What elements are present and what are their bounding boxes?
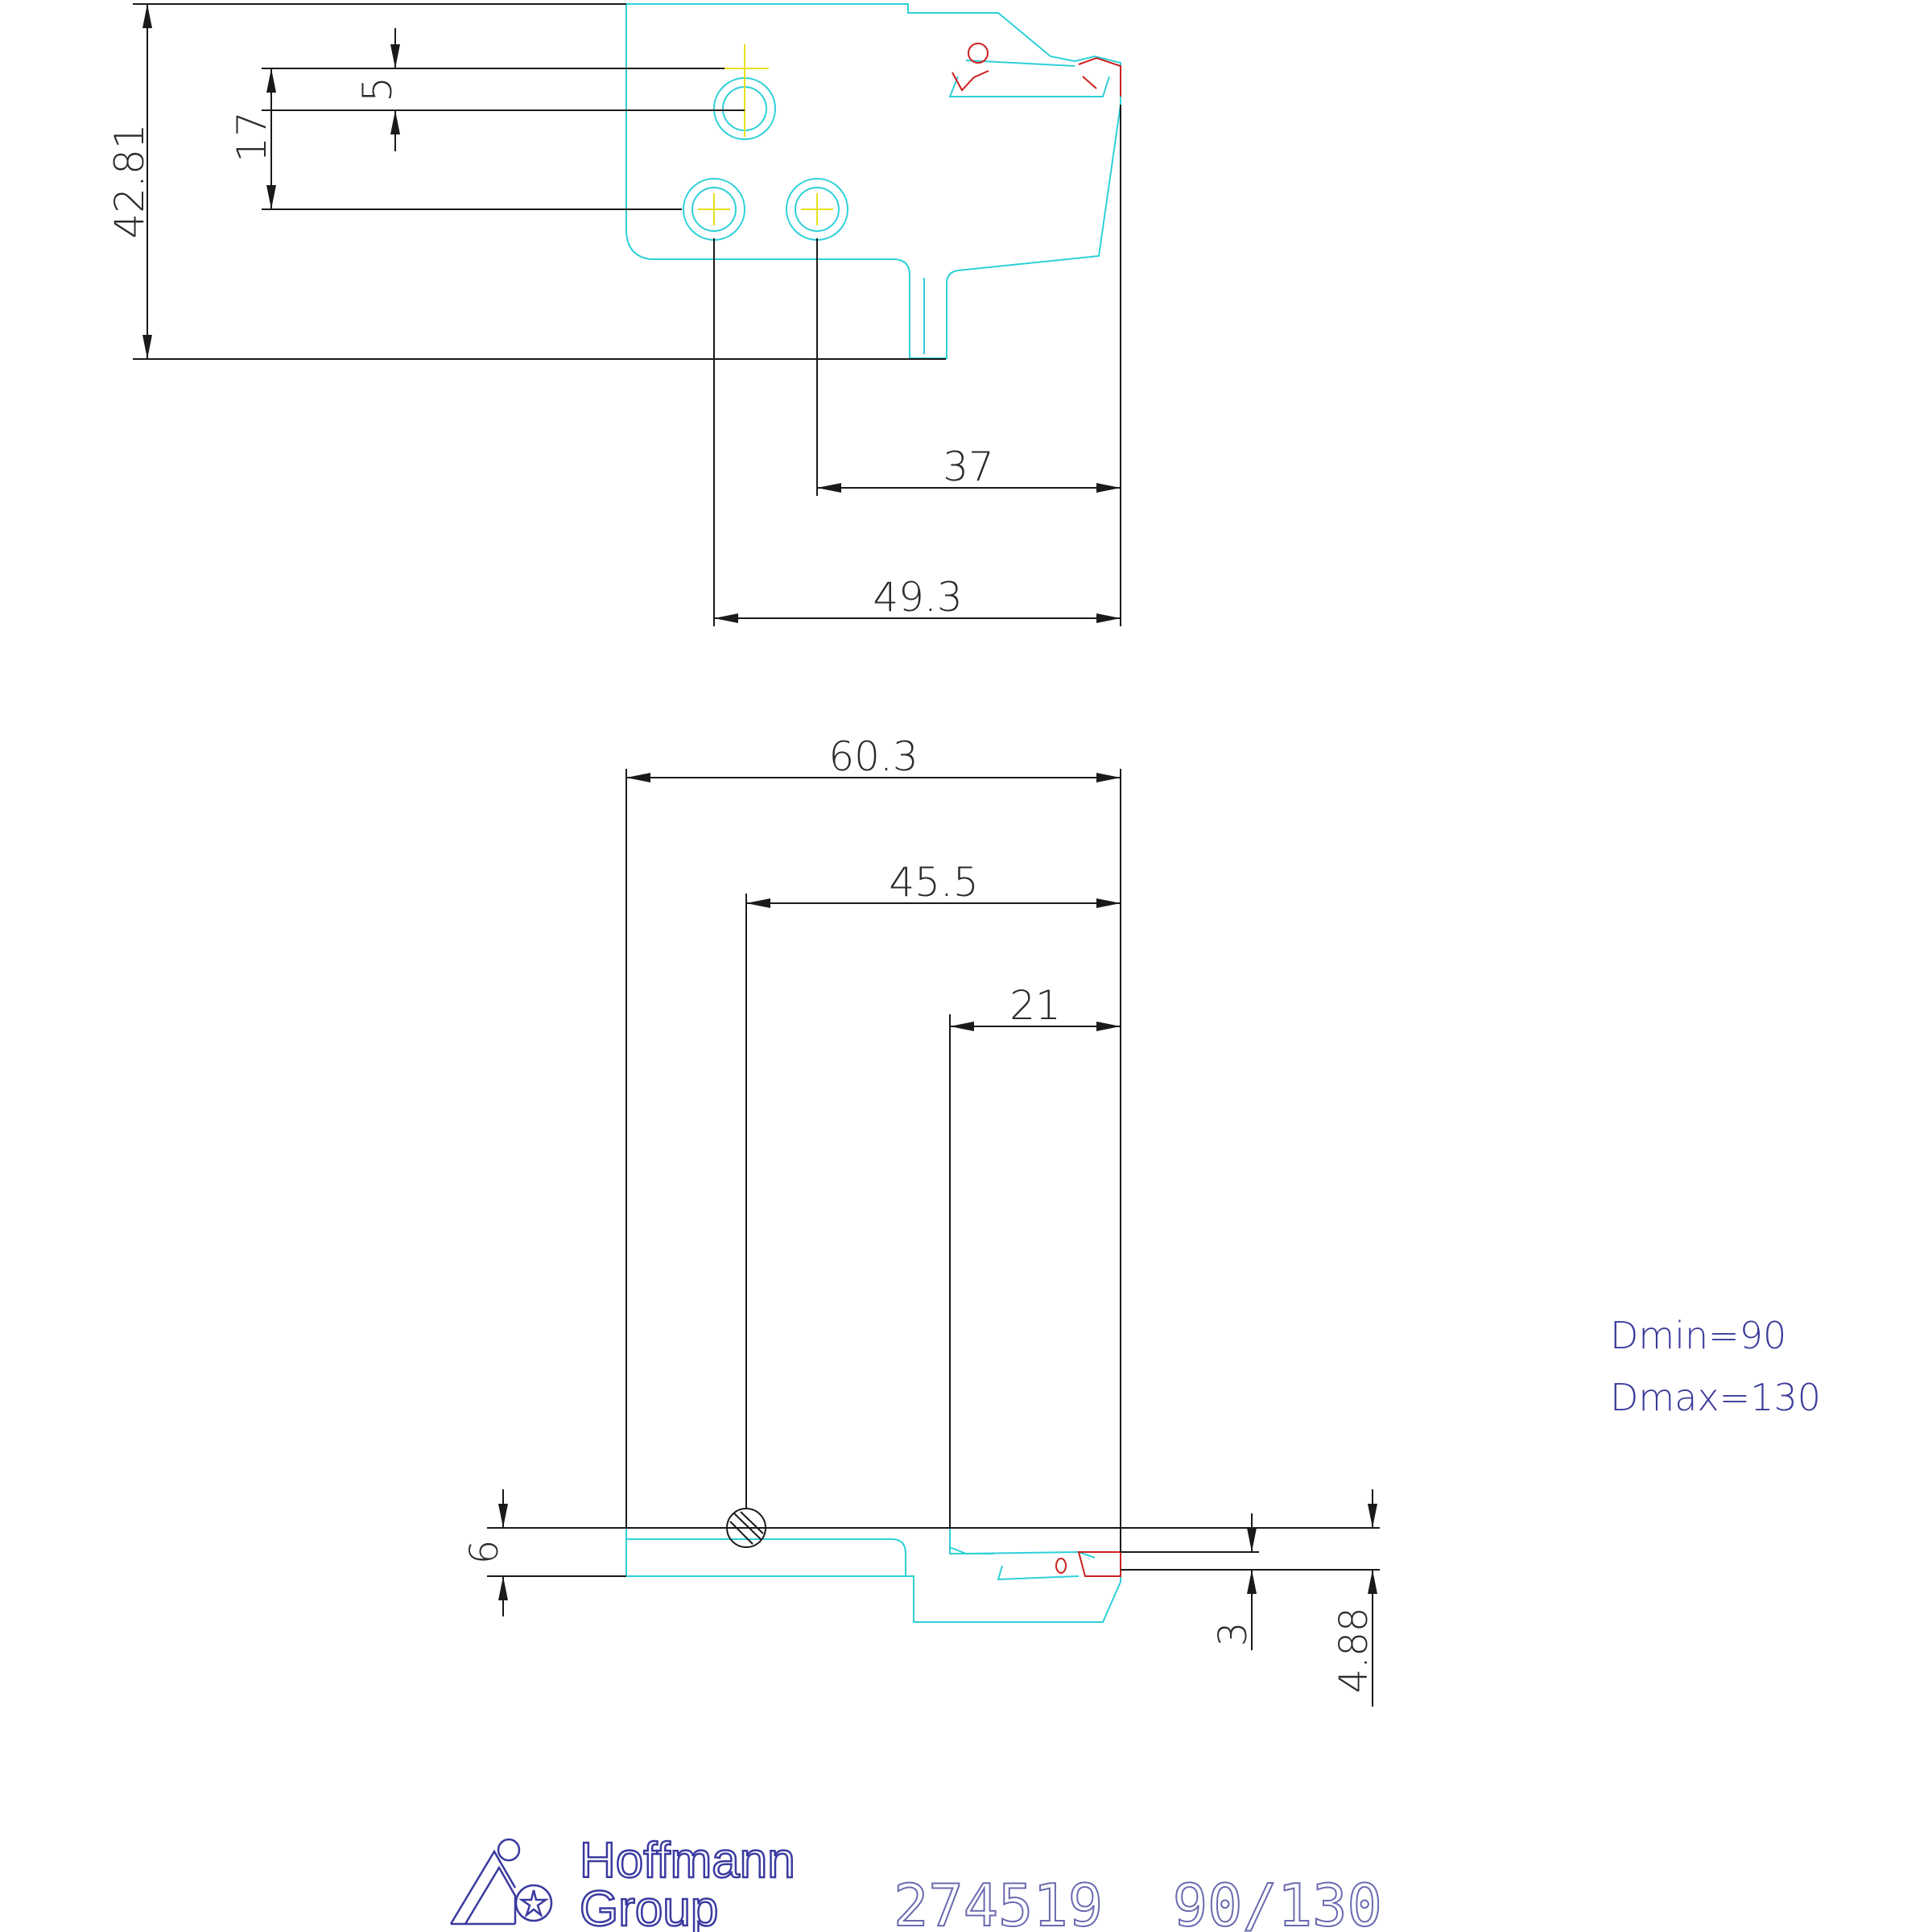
note-dmax: Dmax=130 bbox=[1610, 1376, 1821, 1419]
side-view-dimension-lines bbox=[487, 769, 1380, 1707]
hole-lower-right-inner bbox=[795, 187, 840, 232]
dim-hole-to-tip-b: 49.3 bbox=[873, 574, 962, 621]
top-view-insert bbox=[952, 43, 1121, 97]
top-view-arrowheads bbox=[142, 4, 1121, 623]
dim-height-total: 42.81 bbox=[106, 123, 153, 238]
title-block: Hoffmann Group 274519 90/130 bbox=[449, 1832, 1383, 1932]
top-view: 42.81 5 17 37 49.3 bbox=[106, 3, 1121, 626]
dim-hole-offset-vertical: 5 bbox=[354, 76, 401, 102]
dim-head-length: 21 bbox=[1009, 982, 1061, 1029]
diameter-notes: Dmin=90 Dmax=130 bbox=[1610, 1314, 1821, 1419]
dim-tip-offset: 3 bbox=[1211, 1622, 1256, 1647]
note-dmin: Dmin=90 bbox=[1610, 1314, 1786, 1357]
dim-pivot-to-tip: 45.5 bbox=[889, 859, 978, 906]
dim-overall-length: 60.3 bbox=[828, 733, 918, 780]
side-view-arrowheads bbox=[498, 773, 1377, 1600]
top-view-holes bbox=[683, 44, 848, 241]
dim-tip-height: 4.88 bbox=[1331, 1608, 1377, 1694]
part-number: 274519 90/130 bbox=[894, 1872, 1382, 1932]
hoffmann-logo-icon bbox=[449, 1838, 553, 1926]
brand-line2: Group bbox=[580, 1881, 718, 1932]
side-view: 60.3 45.5 21 6 3 4.88 bbox=[462, 733, 1380, 1707]
dim-hole-spacing-vertical: 17 bbox=[229, 111, 275, 163]
brand-line1: Hoffmann bbox=[580, 1833, 795, 1889]
side-view-insert bbox=[1055, 1551, 1121, 1577]
hole-lower-left-inner bbox=[691, 187, 737, 232]
side-view-outline bbox=[625, 1528, 1121, 1623]
dim-hole-to-tip-a: 37 bbox=[943, 444, 994, 490]
dim-shank-offset: 6 bbox=[462, 1540, 507, 1565]
